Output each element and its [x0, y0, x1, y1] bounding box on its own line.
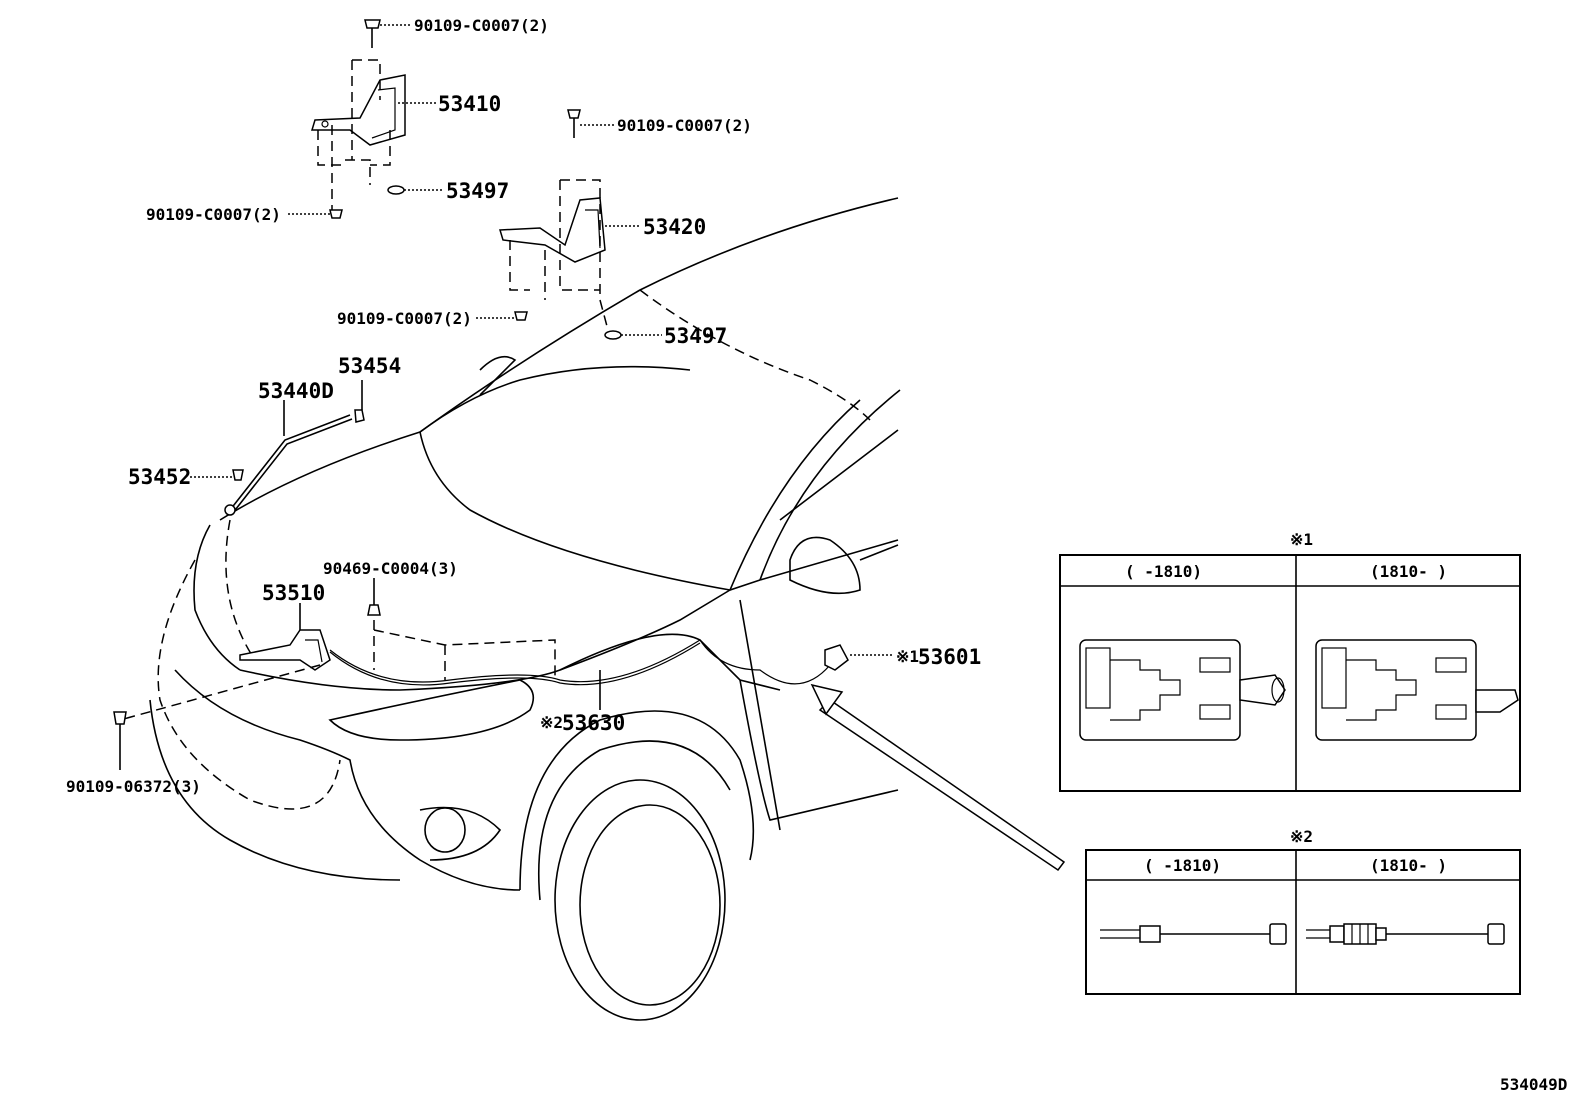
lever-new-drawing — [1315, 639, 1519, 741]
label-hinge-right: 53420 — [643, 215, 706, 239]
label-bolt-top-2: 90109-C0007(2) — [617, 116, 752, 135]
part-labels: 90109-C0007(2) 53410 53497 90109-C0007(2… — [66, 16, 981, 796]
label-rod-clip: 53452 — [128, 465, 191, 489]
label-support-rod: 53440D — [258, 379, 334, 403]
inset-2-col-left: ( -1810) — [1144, 856, 1221, 875]
label-release-lever-mark: ※1 — [896, 647, 919, 666]
car-outline — [149, 197, 901, 1021]
label-washer-2: 53497 — [664, 324, 727, 348]
inset-1-col-left: ( -1810) — [1125, 562, 1202, 581]
hood-lock — [113, 578, 831, 770]
inset-2-mark: ※2 — [1290, 827, 1313, 846]
support-rod — [190, 380, 365, 516]
inset-2-col-right: (1810- ) — [1370, 856, 1447, 875]
label-bolt-left-2: 90109-C0007(2) — [337, 309, 472, 328]
label-bolt-top-1: 90109-C0007(2) — [414, 16, 549, 35]
label-hinge-left: 53410 — [438, 92, 501, 116]
label-bolt-left-1: 90109-C0007(2) — [146, 205, 281, 224]
label-nut: 90469-C0004(3) — [323, 559, 458, 578]
cable-old-drawing — [1100, 923, 1287, 945]
release-lever — [810, 644, 1066, 872]
label-release-cable-mark: ※2 — [540, 713, 563, 732]
hinge-left — [288, 19, 444, 219]
cable-new-drawing — [1306, 923, 1505, 945]
inset-2: ※2 ( -1810) (1810- ) — [1085, 827, 1521, 995]
label-washer-1: 53497 — [446, 179, 509, 203]
inset-1-mark: ※1 — [1290, 530, 1313, 549]
label-release-cable: 53630 — [562, 711, 625, 735]
label-rod-holder: 53454 — [338, 354, 401, 378]
hinge-right — [476, 109, 662, 340]
lever-old-drawing — [1079, 639, 1286, 741]
inset-1: ※1 ( -1810) (1810- ) — [1059, 530, 1521, 792]
label-release-lever: 53601 — [918, 645, 981, 669]
label-bolt-lock: 90109-06372(3) — [66, 777, 201, 796]
diagram-id: 534049D — [1500, 1075, 1567, 1094]
label-hood-lock: 53510 — [262, 581, 325, 605]
inset-1-col-right: (1810- ) — [1370, 562, 1447, 581]
